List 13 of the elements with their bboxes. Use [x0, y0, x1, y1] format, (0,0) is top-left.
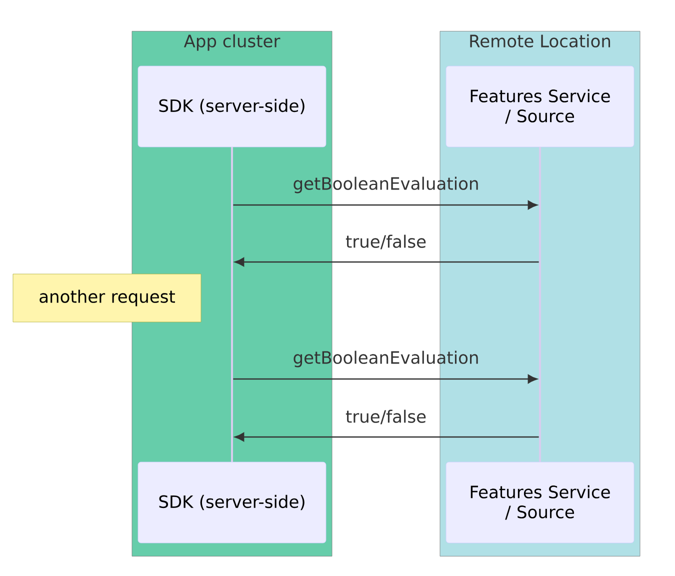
lifeline	[539, 147, 541, 462]
edge-label: true/false	[346, 410, 426, 424]
note-box: another request	[12, 274, 202, 322]
participant-box: SDK (server-side)	[138, 462, 326, 544]
message-arrow	[234, 258, 539, 266]
message-arrow	[233, 374, 538, 384]
edge-label: true/false	[346, 234, 426, 250]
message-arrow	[234, 432, 539, 442]
participant-box: Features Service / Source	[446, 66, 634, 148]
lifeline	[231, 147, 233, 462]
message-arrow	[233, 200, 538, 210]
participant-box: Features Service / Source	[446, 462, 634, 544]
participant-box: SDK (server-side)	[138, 66, 326, 148]
